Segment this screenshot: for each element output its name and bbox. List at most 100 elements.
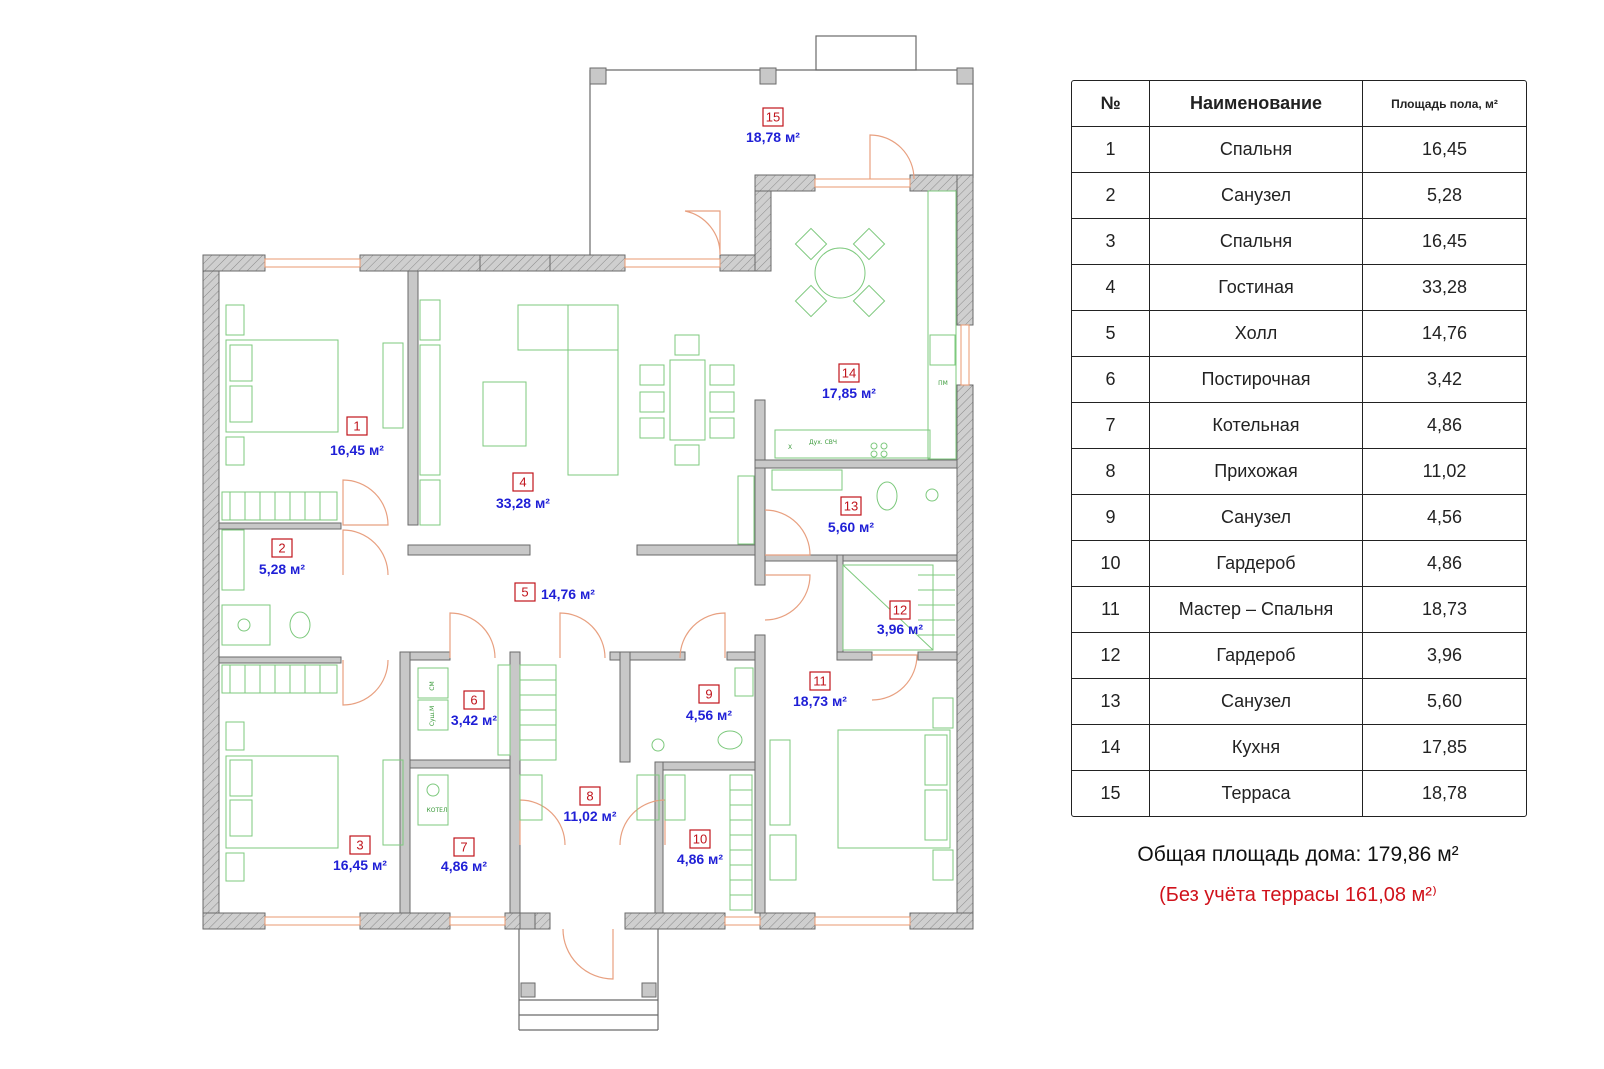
room-area: 18,73 м² — [793, 693, 847, 709]
header-num: № — [1072, 81, 1150, 126]
row-num: 6 — [1072, 357, 1150, 402]
row-name: Мастер – Спальня — [1150, 587, 1363, 632]
room-number-box — [346, 416, 368, 436]
porch-frame — [518, 927, 659, 1031]
row-area: 3,42 — [1426, 369, 1463, 389]
total-area: Общая площадь дома: 179,86 м² — [1137, 843, 1459, 866]
coffee-table-icon — [482, 381, 527, 447]
row-area: 17,85 — [1421, 737, 1468, 757]
row-name: Терраса — [1150, 771, 1363, 816]
room-area: 17,85 м² — [822, 385, 876, 401]
round-table-icon — [814, 247, 866, 299]
row-num: 2 — [1072, 173, 1150, 218]
row-name: Санузел — [1150, 173, 1363, 218]
row-num: 5 — [1072, 311, 1150, 356]
terrace-posts — [589, 67, 974, 85]
room-area: 3,96 м² — [877, 621, 923, 637]
room-number: 5 — [521, 585, 528, 600]
sink-icon — [929, 334, 956, 366]
row-area: 4,86 — [1426, 415, 1463, 435]
header-area: Площадь пола, м² — [1391, 96, 1498, 111]
room-area: 5,60 м² — [828, 519, 874, 535]
row-area: 33,28 — [1421, 277, 1468, 297]
row-name: Спальня — [1150, 219, 1363, 264]
row-num: 4 — [1072, 265, 1150, 310]
furniture — [221, 190, 957, 911]
row-name: Постирочная — [1150, 357, 1363, 402]
room-number-box — [809, 671, 831, 691]
interior-walls — [218, 270, 958, 930]
dishwasher-label: ПМ — [938, 380, 948, 387]
room-number: 15 — [766, 110, 780, 125]
row-area: 4,56 — [1426, 507, 1463, 527]
row-name: Санузел — [1150, 495, 1363, 540]
bed-icon — [225, 755, 339, 849]
room-number: 9 — [705, 687, 712, 702]
dryer-label: Суш.М — [429, 706, 436, 726]
row-num: 10 — [1072, 541, 1150, 586]
room-number: 10 — [693, 832, 707, 847]
row-area: 4,86 — [1426, 553, 1463, 573]
row-area: 16,45 — [1421, 139, 1468, 159]
room-number-box — [889, 600, 911, 620]
room-number-box — [689, 829, 711, 849]
room-number: 13 — [844, 499, 858, 514]
row-name: Санузел — [1150, 679, 1363, 724]
room-number-box — [840, 496, 862, 516]
row-num: 7 — [1072, 403, 1150, 448]
row-area: 3,96 — [1426, 645, 1463, 665]
floor-plan: КОТЕЛ СМ Суш.М ПМ Дух. СВЧ Х 116,45 м²25… — [202, 35, 974, 1031]
room-number: 14 — [842, 366, 856, 381]
room-number: 6 — [470, 693, 477, 708]
bed-icon — [837, 729, 951, 849]
room-number: 4 — [519, 475, 526, 490]
row-name: Гостиная — [1150, 265, 1363, 310]
room-area: 11,02 м² — [563, 808, 617, 824]
row-name: Спальня — [1150, 127, 1363, 172]
room-number-box — [762, 107, 784, 127]
row-area: 18,78 — [1421, 783, 1468, 803]
room-area: 14,76 м² — [541, 586, 595, 602]
terrace-frame — [589, 35, 974, 258]
row-area: 14,76 — [1421, 323, 1468, 343]
room-number: 1 — [353, 419, 360, 434]
room-area: 3,42 м² — [451, 712, 497, 728]
row-name: Холл — [1150, 311, 1363, 356]
row-num: 8 — [1072, 449, 1150, 494]
room-number-box — [698, 684, 720, 704]
boiler-label: КОТЕЛ — [427, 807, 448, 814]
room-number-box — [579, 786, 601, 806]
row-area: 5,28 — [1426, 185, 1463, 205]
windows — [264, 178, 970, 926]
row-num: 9 — [1072, 495, 1150, 540]
doors — [342, 134, 918, 980]
row-area: 5,60 — [1426, 691, 1463, 711]
table-header: № Наименование Площадь пола, м² — [1072, 81, 1526, 127]
room-number: 2 — [278, 541, 285, 556]
row-num: 14 — [1072, 725, 1150, 770]
closet-hatching — [229, 492, 955, 896]
room-area: 18,78 м² — [746, 129, 800, 145]
room-area: 4,86 м² — [441, 858, 487, 874]
room-number: 12 — [893, 603, 907, 618]
fridge-label: Х — [788, 444, 792, 451]
room-area: 5,28 м² — [259, 561, 305, 577]
row-num: 12 — [1072, 633, 1150, 678]
room-number-box — [271, 538, 293, 558]
oven-label: Дух. СВЧ — [809, 439, 837, 446]
row-area: 11,02 — [1422, 461, 1467, 481]
room-area: 4,86 м² — [677, 851, 723, 867]
